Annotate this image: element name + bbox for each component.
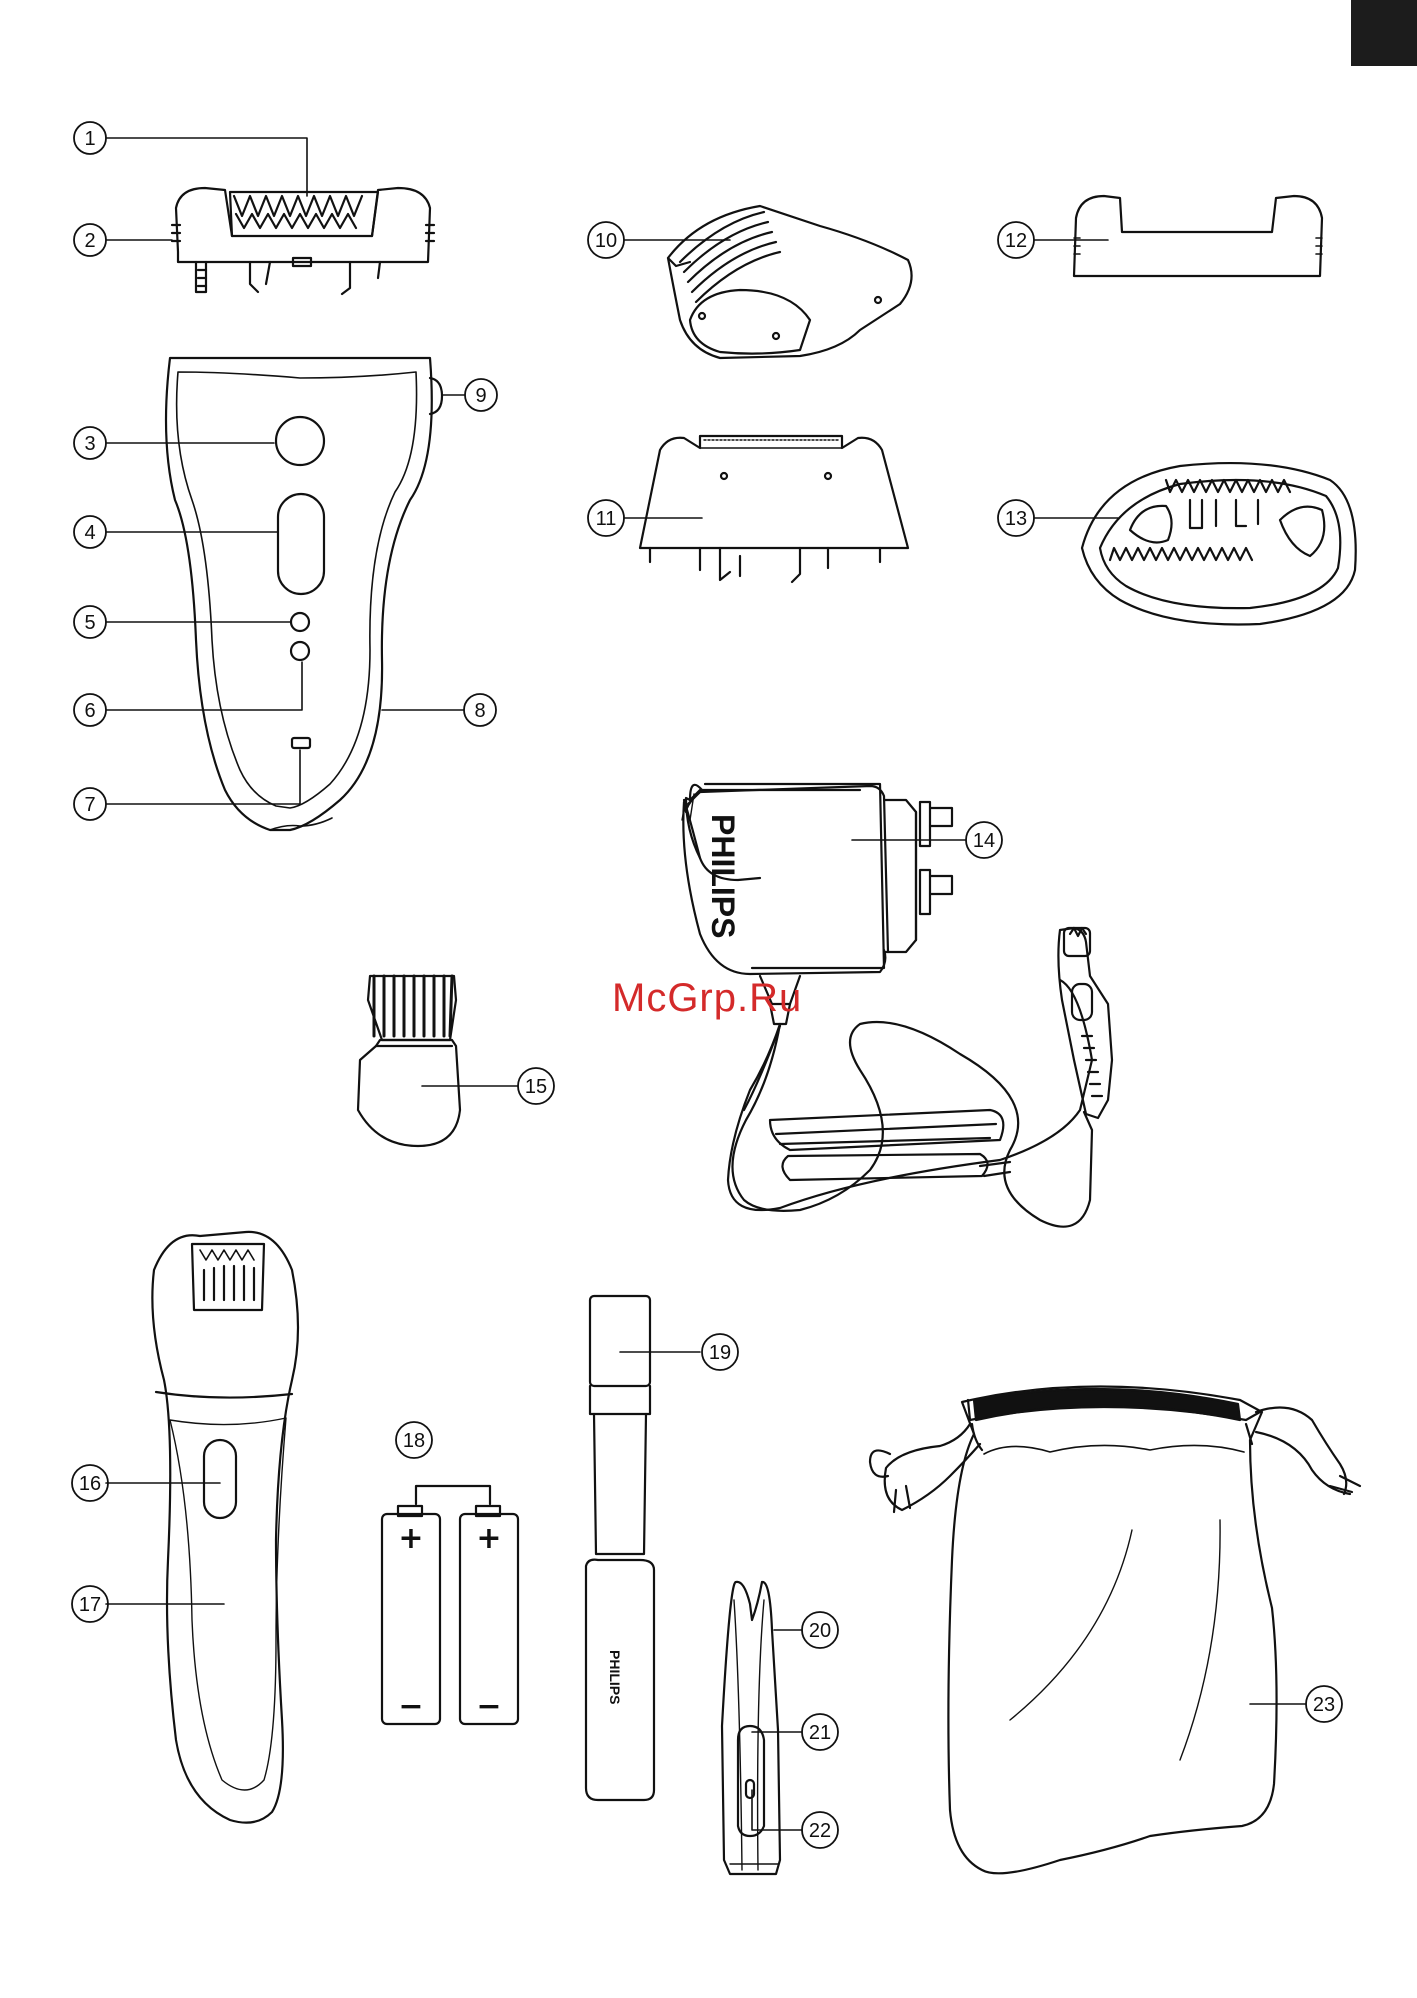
- callout-4: 4: [74, 516, 106, 548]
- callout-3: 3: [74, 427, 106, 459]
- svg-text:19: 19: [709, 1342, 731, 1364]
- watermark-text: McGrp.Ru: [612, 976, 802, 1021]
- callout-8: 8: [464, 694, 496, 726]
- trimming-comb: [668, 206, 912, 358]
- callout-2: 2: [74, 224, 106, 256]
- callout-7: 7: [74, 788, 106, 820]
- callout-12: 12: [998, 222, 1034, 258]
- callout-9: 9: [465, 379, 497, 411]
- battery-1-plus: +: [398, 1521, 423, 1556]
- svg-text:6: 6: [84, 700, 95, 722]
- callout-23: 23: [1306, 1686, 1342, 1722]
- svg-text:14: 14: [973, 830, 995, 852]
- svg-text:5: 5: [84, 612, 95, 634]
- svg-text:2: 2: [84, 230, 95, 252]
- callout-20: 20: [802, 1612, 838, 1648]
- svg-text:7: 7: [84, 794, 95, 816]
- svg-text:18: 18: [403, 1430, 425, 1452]
- battery-2-minus: −: [476, 1689, 501, 1724]
- svg-text:21: 21: [809, 1722, 831, 1744]
- callout-10: 10: [588, 222, 624, 258]
- storage-pouch: [870, 1386, 1360, 1873]
- adapter-brand-label: PHILIPS: [705, 814, 741, 938]
- callout-22: 22: [802, 1812, 838, 1848]
- svg-text:1: 1: [84, 128, 95, 150]
- callout-18: 18: [396, 1422, 432, 1458]
- callout-21: 21: [802, 1714, 838, 1750]
- protection-cap: [1074, 196, 1322, 276]
- epilator-body: [166, 358, 442, 830]
- svg-text:4: 4: [84, 522, 95, 544]
- callout-5: 5: [74, 606, 106, 638]
- mini-epilator: [152, 1232, 298, 1823]
- svg-text:12: 12: [1005, 230, 1027, 252]
- svg-text:11: 11: [596, 508, 617, 530]
- svg-text:8: 8: [474, 700, 485, 722]
- massage-cap: [1082, 463, 1356, 624]
- callout-1: 1: [74, 122, 106, 154]
- svg-text:13: 13: [1005, 508, 1027, 530]
- shaving-head: [640, 436, 908, 582]
- cleaning-brush: [358, 976, 460, 1146]
- svg-text:22: 22: [809, 1820, 831, 1842]
- battery-1-minus: −: [398, 1689, 423, 1724]
- svg-text:9: 9: [475, 385, 486, 407]
- callout-6: 6: [74, 694, 106, 726]
- svg-text:16: 16: [79, 1473, 101, 1495]
- callout-15: 15: [518, 1068, 554, 1104]
- callout-13: 13: [998, 500, 1034, 536]
- svg-text:3: 3: [84, 433, 95, 455]
- battery-2-plus: +: [476, 1521, 501, 1556]
- svg-text:23: 23: [1313, 1694, 1335, 1716]
- callout-19: 19: [702, 1334, 738, 1370]
- callout-14: 14: [966, 822, 1002, 858]
- svg-text:17: 17: [79, 1594, 101, 1616]
- callout-17: 17: [72, 1586, 108, 1622]
- callout-11: 11: [588, 500, 624, 536]
- svg-text:15: 15: [525, 1076, 547, 1098]
- trimmer-pen: [586, 1296, 654, 1800]
- svg-text:20: 20: [809, 1620, 831, 1642]
- cap-brand-label: PHILIPS: [607, 1650, 623, 1704]
- svg-text:10: 10: [595, 230, 617, 252]
- callout-16: 16: [72, 1465, 108, 1501]
- epilating-head: [172, 188, 434, 294]
